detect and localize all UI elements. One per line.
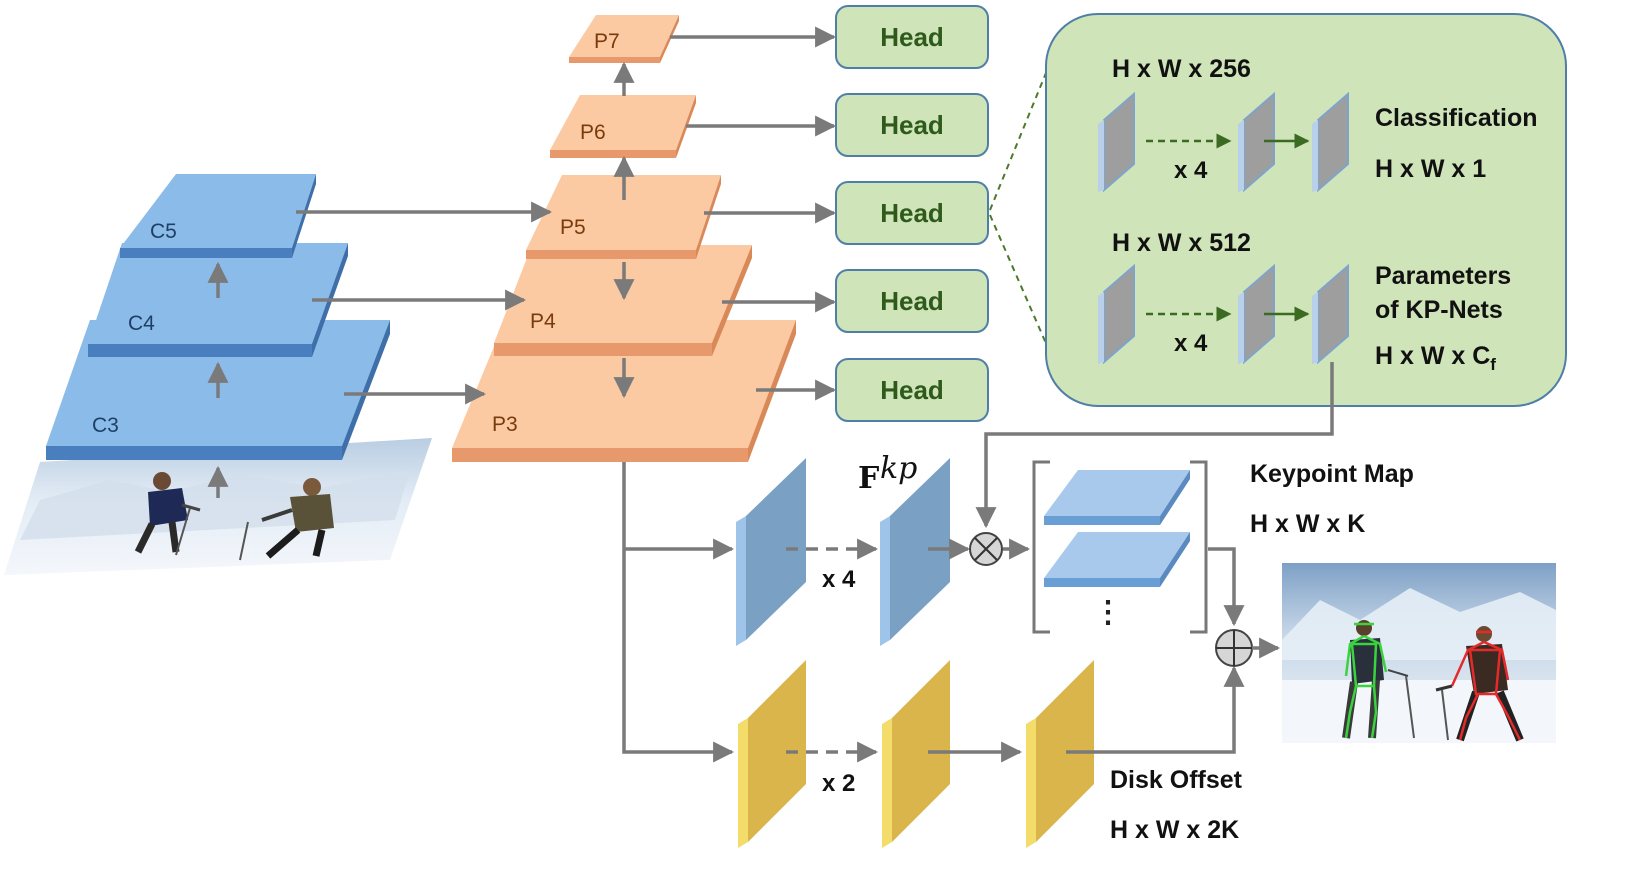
fpn-p7: P7 [569,15,679,63]
keypoint-map-1 [1044,470,1190,525]
head-label-p6: Head [880,110,944,140]
skier-left [134,472,201,556]
head-arrows [670,26,837,401]
keypoint-map-shape: H x W x K [1250,510,1365,538]
kp-repeat-label: x 4 [822,566,856,593]
multiply-icon [969,532,1003,566]
label-p5: P5 [560,216,586,239]
param-out-sub: f [1490,355,1496,374]
head-box-p7: Head [835,5,989,69]
head-box-p3: Head [835,358,989,422]
disk-offset-label: Disk Offset [1110,766,1243,794]
head-label-p7: Head [880,22,944,52]
p3-branch-line [622,462,735,763]
output-photo [1282,563,1556,743]
param-out-main: H x W x C [1375,342,1490,370]
offset-slab-2 [882,660,950,848]
skier-left-pose [1342,620,1415,739]
label-p6: P6 [580,121,606,144]
label-p3: P3 [492,413,518,436]
param-to-multiply-line [975,362,1334,529]
param-shape-label: H x W x 512 [1112,229,1251,257]
add-icon [1215,629,1253,667]
param-repeat-label: x 4 [1174,330,1208,357]
lateral-arrows [296,201,553,405]
keypoint-map-label: Keypoint Map [1250,460,1414,488]
head-detail-panel: H x W x 256 x 4 Classification H x W x 1… [1045,13,1567,407]
offset-slab-1 [738,660,806,848]
cls-repeat-label: x 4 [1174,157,1208,184]
cls-slab-2 [1238,91,1275,193]
offset-repeat-label: x 2 [822,770,855,797]
kp-slab-1 [736,458,806,646]
head-box-p4: Head [835,269,989,333]
ellipsis-icon: ⋮ [1093,596,1123,629]
label-c3: C3 [92,414,119,437]
input-photo [4,438,432,575]
head-label-p3: Head [880,375,944,405]
param-slab-1 [1098,263,1135,365]
label-p7: P7 [594,30,620,53]
cls-slab-3 [1312,91,1349,193]
offset-slab-3 [1026,660,1094,848]
head-box-p6: Head [835,93,989,157]
kp-slab-2 [880,458,950,646]
offset-to-add-line [1066,665,1245,754]
backbone-c5: C5 [120,174,316,258]
label-c4: C4 [128,312,155,335]
skier-right [239,478,334,561]
skier-right-pose [1435,626,1524,742]
disk-offset-shape: H x W x 2K [1110,816,1239,844]
cls-slab-1 [1098,91,1135,193]
keypoint-map-2 [1044,532,1190,587]
head-label-p5: Head [880,198,944,228]
zoom-lines [989,67,1049,349]
backbone-c4: C4 [88,243,348,357]
keypoint-map-stack: ⋮ [1032,460,1208,634]
fpn-p4: P4 [494,245,752,356]
param-out-label: H x W x Cf [1375,342,1496,374]
cls-shape-label: H x W x 256 [1112,55,1251,83]
param-slab-3 [1312,263,1349,365]
label-p4: P4 [530,310,556,333]
map-to-add-line [1208,547,1245,627]
cls-out-label: H x W x 1 [1375,155,1486,183]
fkp-symbol: F [858,461,879,496]
param-label-1: Parameters [1375,262,1511,290]
fkp-subscript: kp [880,451,917,486]
cls-label: Classification [1375,104,1538,132]
fpn-p5: P5 [526,175,721,259]
param-label-2: of KP-Nets [1375,296,1503,324]
param-slab-2 [1238,263,1275,365]
fpn-p6: P6 [550,95,696,158]
head-box-p5: Head [835,181,989,245]
head-label-p4: Head [880,286,944,316]
label-c5: C5 [150,220,177,243]
